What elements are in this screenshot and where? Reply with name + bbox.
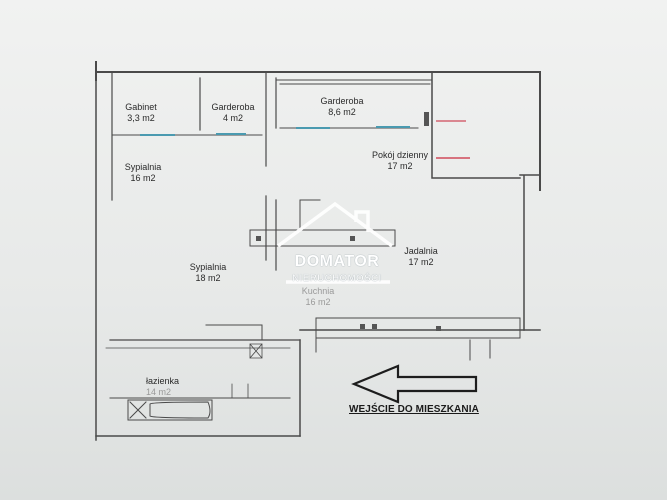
room-area: 14 m2: [146, 387, 172, 397]
room-name: łazienka: [146, 376, 180, 386]
room-name: Kuchnia: [301, 286, 335, 296]
room-area: 4 m2: [222, 113, 243, 123]
entrance-label: WEJŚCIE DO MIESZKANIA: [349, 404, 479, 415]
room-area: 16 m2: [305, 297, 331, 307]
room-pokoj-dzienny: Pokój dzienny 17 m2: [364, 150, 436, 172]
room-gabinet: Gabinet 3,3 m2: [118, 102, 164, 124]
room-area: 16 m2: [130, 173, 156, 183]
room-area: 17 m2: [387, 161, 413, 171]
room-garderoba-large: Garderoba 8,6 m2: [314, 96, 370, 118]
room-name: Jadalnia: [404, 246, 438, 256]
room-garderoba-small: Garderoba 4 m2: [205, 102, 261, 124]
entrance-arrow: [351, 364, 478, 404]
watermark-subtitle: NIERUCHOMOŚCI: [292, 273, 382, 284]
room-jadalnia: Jadalnia 17 m2: [396, 246, 446, 268]
room-sypialnia-large: Sypialnia 18 m2: [183, 262, 233, 284]
room-name: Sypialnia: [189, 262, 227, 272]
room-kuchnia: Kuchnia 16 m2: [292, 286, 344, 308]
room-name: Gabinet: [125, 102, 157, 112]
room-lazienka: łazienka 14 m2: [146, 376, 196, 398]
room-name: Garderoba: [211, 102, 255, 112]
watermark-house-icon: [276, 201, 394, 284]
room-area: 3,3 m2: [127, 113, 155, 123]
room-area: 8,6 m2: [328, 107, 356, 117]
room-area: 17 m2: [408, 257, 434, 267]
watermark-name: DOMATOR: [294, 253, 380, 270]
room-area: 18 m2: [195, 273, 221, 283]
room-name: Sypialnia: [124, 162, 162, 172]
room-name: Garderoba: [320, 96, 364, 106]
room-sypialnia-small: Sypialnia 16 m2: [118, 162, 168, 184]
room-name: Pokój dzienny: [371, 150, 429, 160]
